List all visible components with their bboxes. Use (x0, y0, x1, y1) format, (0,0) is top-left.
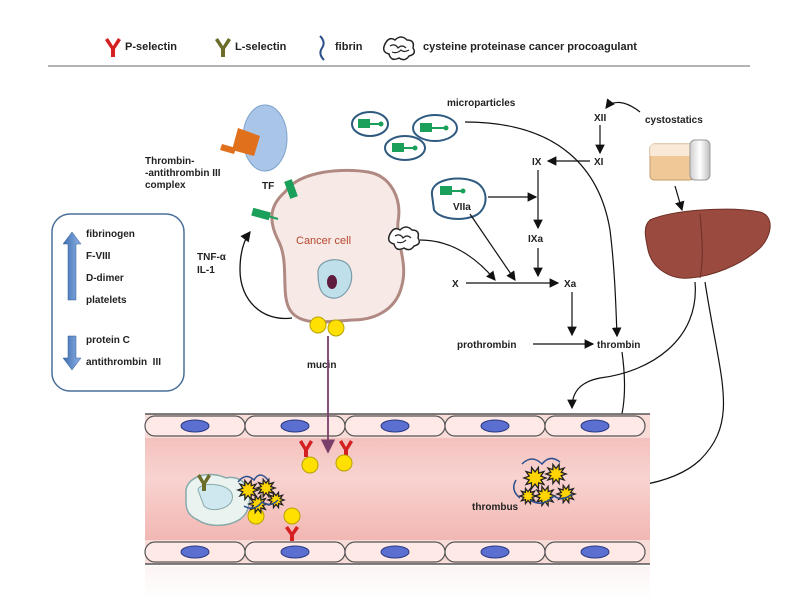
legend-cysteine-proteinase: cysteine proteinase cancer procoagulant (423, 41, 637, 53)
platelet-icon (544, 462, 568, 486)
arrow-cp-to-x (419, 239, 496, 281)
endothelial-nucleus (380, 545, 410, 559)
arrow-viia-to-x (469, 213, 516, 281)
ixa-label: IXa (528, 234, 543, 245)
green-receptor-icon (251, 207, 279, 221)
up-item: platelets (86, 295, 127, 306)
cancer-cell: Cancer cell mucin TNF-α IL-1 (197, 168, 421, 371)
platelet-icon (255, 477, 277, 499)
x-label: X (452, 279, 459, 290)
complex-label-line3: complex (145, 180, 186, 191)
mucin-label: mucin (307, 360, 336, 371)
tissue-factor: Thrombin- -antithrombin III complex TF (145, 104, 288, 192)
complex-label-line2: -antithrombin III (145, 168, 221, 179)
endothelial-nucleus (180, 419, 210, 433)
xi-label: XI (594, 157, 604, 168)
viia-label: VIIa (453, 202, 471, 213)
arrow-cystostatics-to-xii (605, 98, 641, 113)
legend-fibrin: fibrin (335, 41, 363, 53)
endothelium-top (144, 414, 650, 438)
tnf-label: TNF-α (197, 252, 227, 263)
endothelial-nucleus (280, 545, 310, 559)
endothelial-nucleus (480, 419, 510, 433)
cystostatics-label: cystostatics (645, 115, 703, 126)
arrow-microparticles-to-thrombin (464, 121, 622, 338)
platelet-cluster (236, 474, 286, 515)
thrombin-antithrombin-complex-icon (220, 128, 260, 156)
cytokine-feedback-arrow (239, 230, 293, 320)
viia-particle (430, 177, 487, 220)
cancer-cell-label: Cancer cell (296, 235, 351, 247)
l-selectin-icon (215, 38, 231, 57)
endothelial-nucleus (380, 419, 410, 433)
legend-p-selectin: P-selectin (125, 41, 177, 53)
p-selectin-binding (299, 440, 319, 474)
down-item: protein C (86, 335, 130, 346)
leukocyte-aggregate (185, 473, 265, 527)
p-selectin-binding (335, 440, 353, 472)
liver-icon (644, 208, 771, 279)
thrombus (513, 457, 577, 508)
microparticles: microparticles VIIa (351, 98, 516, 220)
up-item: D-dimer (86, 273, 124, 284)
prothrombin-label: prothrombin (457, 340, 516, 351)
decrease-arrow-icon (62, 335, 82, 371)
coagulation-cascade: XII XI IX IXa X Xa prothrombin thrombin … (419, 98, 703, 351)
endothelial-nucleus (580, 419, 610, 433)
plasma-changes-box: fibrinogen F-VIII D-dimer platelets prot… (51, 213, 185, 392)
cysteine-proteinase-icon (382, 36, 416, 61)
up-item: fibrinogen (86, 229, 135, 240)
microparticle (351, 111, 389, 137)
arrow-bottle-to-liver (674, 185, 685, 212)
microparticle (384, 135, 426, 161)
green-receptor-icon (284, 179, 298, 199)
blood-vessel: thrombus (144, 336, 650, 565)
down-item: antithrombin III (86, 357, 161, 368)
thrombus-label: thrombus (472, 502, 519, 513)
microparticles-label: microparticles (447, 98, 516, 109)
il1-label: IL-1 (197, 265, 215, 276)
platelet-icon (522, 465, 548, 491)
endothelial-nucleus (480, 545, 510, 559)
complex-label-line1: Thrombin- (145, 156, 194, 167)
p-selectin-icon (105, 38, 121, 57)
xii-label: XII (594, 113, 606, 124)
increase-arrow-icon (62, 231, 82, 301)
p-selectin-binding (283, 507, 301, 541)
cystostatics-bottle-icon (649, 139, 711, 181)
tf-label: TF (262, 181, 274, 192)
microparticle (412, 114, 458, 142)
fibrin-icon (319, 35, 325, 61)
endothelial-nucleus (180, 545, 210, 559)
xa-label: Xa (564, 279, 577, 290)
endothelium-bottom (144, 540, 650, 564)
nucleus (317, 259, 353, 299)
ix-label: IX (532, 157, 542, 168)
legend: P-selectin L-selectin fibrin cysteine pr… (48, 35, 750, 67)
thrombin-label: thrombin (597, 340, 640, 351)
arrow-liver-to-vessel (567, 281, 696, 410)
up-item: F-VIII (86, 251, 111, 262)
cysteine-proteinase-icon (387, 226, 421, 251)
endothelial-nucleus (580, 545, 610, 559)
mucin-icon (309, 316, 345, 337)
endothelial-nucleus (280, 419, 310, 433)
legend-l-selectin: L-selectin (235, 41, 287, 53)
platelet-icon (236, 478, 260, 502)
